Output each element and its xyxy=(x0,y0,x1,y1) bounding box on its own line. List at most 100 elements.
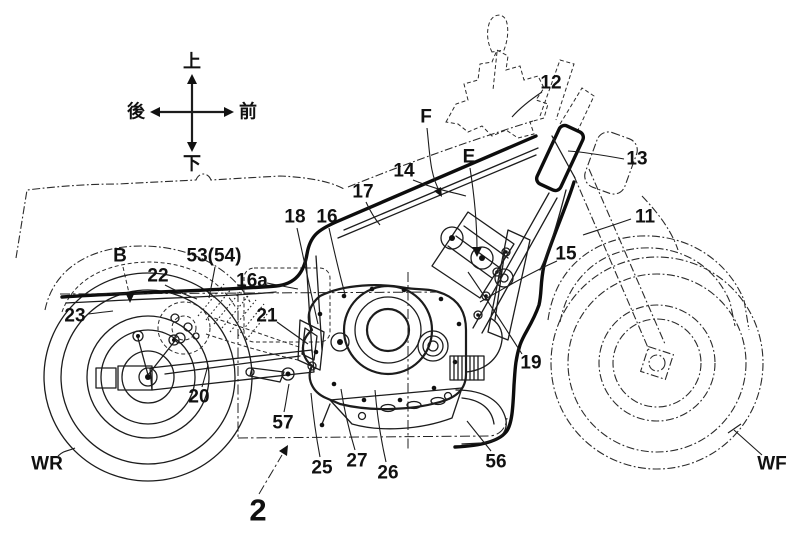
headstock xyxy=(534,123,586,193)
leader-11 xyxy=(582,218,632,236)
leader-53-54 xyxy=(208,266,216,299)
linkage-eye-left xyxy=(132,330,144,342)
ref-label-11: 11 xyxy=(635,207,656,228)
leader-25 xyxy=(310,392,321,458)
direction-compass: 上 下 後 前 xyxy=(127,52,257,175)
engine xyxy=(245,211,515,445)
bolt-dot xyxy=(337,339,343,345)
rear-axle-dot xyxy=(145,374,151,380)
cam-cover-circle xyxy=(440,226,464,250)
leader-23 xyxy=(87,310,114,315)
front-bold-outline xyxy=(453,180,576,449)
leader-14 xyxy=(412,179,467,197)
oil-cooler xyxy=(449,355,485,381)
downtube xyxy=(472,192,558,334)
skid-plate-hole xyxy=(357,411,367,421)
ref-label-21: 21 xyxy=(256,306,278,327)
ref-label-57: 57 xyxy=(272,413,293,434)
side-stand xyxy=(321,403,331,425)
front-hub xyxy=(648,354,666,372)
bolt-dot xyxy=(476,313,480,317)
ref-label-WR: WR xyxy=(31,454,63,475)
ref-label-14: 14 xyxy=(393,161,415,182)
ref-label-17: 17 xyxy=(352,182,373,203)
ref-label-20: 20 xyxy=(188,387,209,408)
front-tire-outer xyxy=(550,256,764,470)
front-rim-inner xyxy=(612,318,702,408)
skid-plate xyxy=(329,387,463,430)
airbox-hidden xyxy=(243,267,331,343)
ref-label-12: 12 xyxy=(540,73,561,94)
leader-21 xyxy=(276,321,309,345)
exhaust-muffler xyxy=(455,389,507,445)
fork-leg-front-line xyxy=(588,168,666,345)
idler-cover-mid xyxy=(422,335,444,357)
leader-57 xyxy=(283,383,290,413)
rear-axle xyxy=(138,367,158,387)
leader-56 xyxy=(466,420,492,452)
arrowhead-B xyxy=(125,292,135,303)
leader-lines xyxy=(57,91,763,495)
leader-B xyxy=(122,266,130,294)
skid-plate-hole xyxy=(443,391,453,401)
chain-adjuster-block xyxy=(117,365,153,391)
idler-cover-inner xyxy=(427,340,439,352)
tank-outline xyxy=(347,120,534,188)
compass-cross xyxy=(154,78,230,148)
arrowhead-F xyxy=(434,187,442,197)
pivot-bracket-plate xyxy=(297,319,325,371)
rear-rim-inner xyxy=(100,329,196,425)
ref-label-27: 27 xyxy=(346,451,367,472)
throttle-body-inner xyxy=(499,273,509,283)
rear-hub xyxy=(121,350,175,404)
chain-stipple-texture xyxy=(197,283,273,341)
skid-plate-slot xyxy=(430,396,446,406)
bolt-dot xyxy=(319,422,325,428)
oil-cooler-fins xyxy=(453,355,479,381)
bolt-dot xyxy=(285,371,291,377)
shock-linkage-arms xyxy=(137,337,175,376)
horizontal-datum-line xyxy=(59,291,443,295)
downtube-bolt xyxy=(492,267,502,277)
leader-20 xyxy=(201,364,209,388)
ref-label-26: 26 xyxy=(377,463,398,484)
leader-13 xyxy=(567,150,625,160)
compass-front-label: 前 xyxy=(239,101,257,123)
leader-12 xyxy=(511,91,543,118)
leader-19 xyxy=(467,271,523,355)
exhaust-inner-line xyxy=(461,397,495,425)
leader-E xyxy=(469,167,478,251)
leader-2-arrow-stem xyxy=(258,454,283,495)
pivot-bracket-hole xyxy=(307,361,317,371)
compass-up-label: 上 xyxy=(183,52,201,73)
skid-plate-slot xyxy=(380,403,396,413)
rear-tire-inner xyxy=(60,289,236,465)
compass-arrowheads xyxy=(150,74,234,152)
handlebar-ghost xyxy=(445,49,549,139)
front-fender-outer xyxy=(547,235,750,331)
cylinder-block xyxy=(431,211,515,299)
ref-label-22: 22 xyxy=(147,266,168,287)
ref-label-B: B xyxy=(113,246,127,267)
mirror-ghost xyxy=(487,14,509,53)
leader-22 xyxy=(164,284,198,300)
rear-fender-inner xyxy=(61,261,237,313)
headstock-inner-line xyxy=(551,135,576,179)
ref-label-WF: WF xyxy=(757,454,787,475)
swingarm-inner-line xyxy=(164,355,301,375)
footpeg-pivot xyxy=(281,367,295,381)
leader-F xyxy=(426,127,441,193)
leader-15 xyxy=(479,260,558,303)
rear-fender-outline xyxy=(44,245,251,311)
section-lines xyxy=(59,272,508,450)
compass-rear-label: 後 xyxy=(127,101,146,123)
linkage-part xyxy=(174,332,186,344)
crankcase-outline xyxy=(301,284,468,411)
leader-WF-tick xyxy=(727,423,742,434)
bolt-dot xyxy=(479,255,485,261)
ref-label-16: 16 xyxy=(316,207,337,228)
leader-27 xyxy=(340,388,356,451)
seat-tail-outline xyxy=(15,173,345,259)
